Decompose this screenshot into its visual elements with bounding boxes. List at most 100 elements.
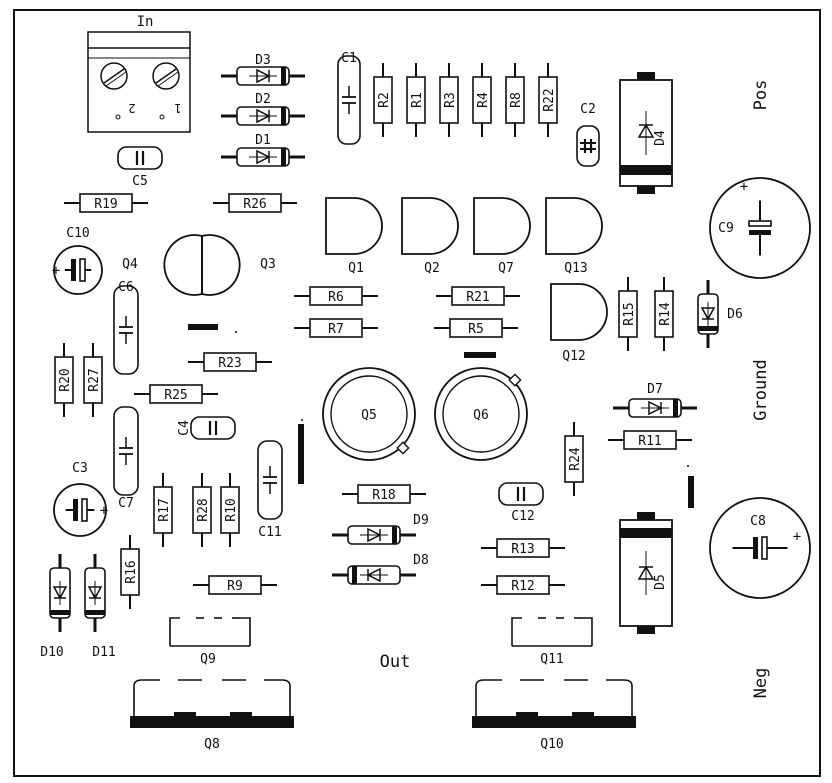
screw-icon — [100, 62, 128, 90]
transistor-label: Q1 — [348, 261, 364, 276]
transistor-q8: Q8 — [130, 679, 294, 752]
resistor-r11: R11 — [608, 430, 692, 450]
ground-label: Ground — [751, 359, 771, 420]
transistor-label: Q6 — [473, 408, 489, 423]
resistor-r21: R21 — [436, 286, 520, 306]
capacitor-label: C4 — [177, 420, 192, 436]
resistor-label: R4 — [476, 92, 491, 108]
pad-bar — [298, 424, 304, 484]
plus-icon: + — [793, 529, 801, 545]
resistor-label: R13 — [511, 542, 534, 557]
transistor-label: Q9 — [200, 652, 216, 667]
resistor-r3: R3 — [439, 63, 459, 137]
plus-icon: + — [100, 503, 108, 519]
input-terminal-block: 2 1 — [87, 31, 191, 133]
transistor-label: Q12 — [562, 349, 585, 364]
transistor-q10: Q10 — [472, 679, 636, 752]
resistor-r19: R19 — [64, 193, 148, 213]
diode-label: D2 — [255, 92, 271, 107]
input-label: In — [137, 14, 154, 30]
resistor-label: R11 — [638, 434, 661, 449]
resistor-r15: R15 — [618, 277, 638, 351]
capacitor-label: C8 — [750, 514, 766, 529]
diode-d8: D8 — [332, 553, 429, 585]
transistor-q13: Q13 — [545, 197, 603, 276]
diode-d5: D5 — [619, 512, 673, 634]
resistor-label: R21 — [466, 290, 489, 305]
capacitor-label: C1 — [341, 51, 357, 66]
resistor-r17: R17 — [153, 473, 173, 547]
pin-label: 1 — [174, 101, 181, 115]
resistor-r7: R7 — [294, 318, 378, 338]
resistor-label: R19 — [94, 197, 117, 212]
transistor-label: Q13 — [564, 261, 587, 276]
diode-label: D1 — [255, 133, 271, 148]
diode-d7: D7 — [613, 382, 697, 418]
capacitor-label: C5 — [132, 174, 148, 189]
transistor-label: Q2 — [424, 261, 440, 276]
diode-label: D3 — [255, 53, 271, 68]
diode-label: D10 — [40, 645, 63, 660]
resistor-label: R17 — [157, 498, 172, 521]
resistor-label: R16 — [124, 560, 139, 583]
pad-bar — [464, 352, 496, 358]
board-outline — [13, 9, 821, 777]
out-label: Out — [380, 652, 411, 672]
resistor-label: R1 — [410, 92, 425, 108]
resistor-label: R14 — [658, 302, 673, 326]
resistor-label: R2 — [377, 92, 392, 108]
capacitor-label: C7 — [118, 496, 134, 511]
resistor-r12: R12 — [481, 575, 565, 595]
resistor-label: R25 — [164, 388, 187, 403]
capacitor-c5: C5 — [117, 146, 163, 189]
transistor-q1: Q1 — [325, 197, 383, 276]
transistor-q9: Q9 — [169, 617, 251, 667]
via-dot — [687, 465, 689, 467]
capacitor-label: C6 — [118, 280, 134, 295]
capacitor-c4 — [190, 416, 236, 440]
transistor-label: Q4 — [122, 257, 138, 272]
resistor-label: R23 — [218, 356, 241, 371]
resistor-r13: R13 — [481, 538, 565, 558]
pad-bar — [188, 324, 218, 330]
capacitor-label: C2 — [580, 102, 596, 117]
capacitor-label: C10 — [66, 226, 89, 241]
resistor-r20: R20 — [54, 343, 74, 417]
capacitor-c12: C12 — [498, 482, 544, 524]
capacitor-c8: + C8 — [709, 497, 811, 599]
resistor-label: R8 — [509, 92, 524, 108]
capacitor-c6: C6 — [113, 280, 139, 375]
diode-label: D11 — [92, 645, 115, 660]
pos-label: Pos — [751, 80, 771, 111]
neg-label: Neg — [751, 668, 771, 699]
via-dot — [301, 419, 303, 421]
resistor-r14: R14 — [654, 277, 674, 351]
diode-label: D9 — [413, 513, 429, 528]
diode-d3: D3 — [221, 53, 305, 86]
transistor-label: Q8 — [204, 737, 220, 752]
resistor-r28: R28 — [192, 473, 212, 547]
transistor-q12: Q12 — [550, 283, 608, 364]
resistor-r27: R27 — [83, 343, 103, 417]
resistor-label: R27 — [87, 368, 102, 391]
resistor-r1: R1 — [406, 63, 426, 137]
capacitor-c7: C7 — [113, 406, 139, 511]
diode-d9: D9 — [332, 513, 429, 545]
diode-label: D4 — [653, 130, 668, 146]
diode-d11: D11 — [84, 554, 116, 660]
resistor-label: R6 — [328, 290, 344, 305]
resistor-r22: R22 — [538, 63, 558, 137]
capacitor-c2: C2 — [576, 102, 600, 167]
capacitor-c11: C11 — [257, 440, 283, 540]
screw-icon — [152, 62, 180, 90]
transistor-q11: Q11 — [511, 617, 593, 667]
capacitor-c10: +C10 — [52, 226, 103, 295]
resistor-label: R28 — [196, 498, 211, 521]
pad-bar — [688, 476, 694, 508]
resistor-r23: R23 — [188, 352, 272, 372]
plus-icon: + — [740, 179, 748, 195]
resistor-r5: R5 — [434, 318, 518, 338]
resistor-label: R10 — [224, 498, 239, 521]
